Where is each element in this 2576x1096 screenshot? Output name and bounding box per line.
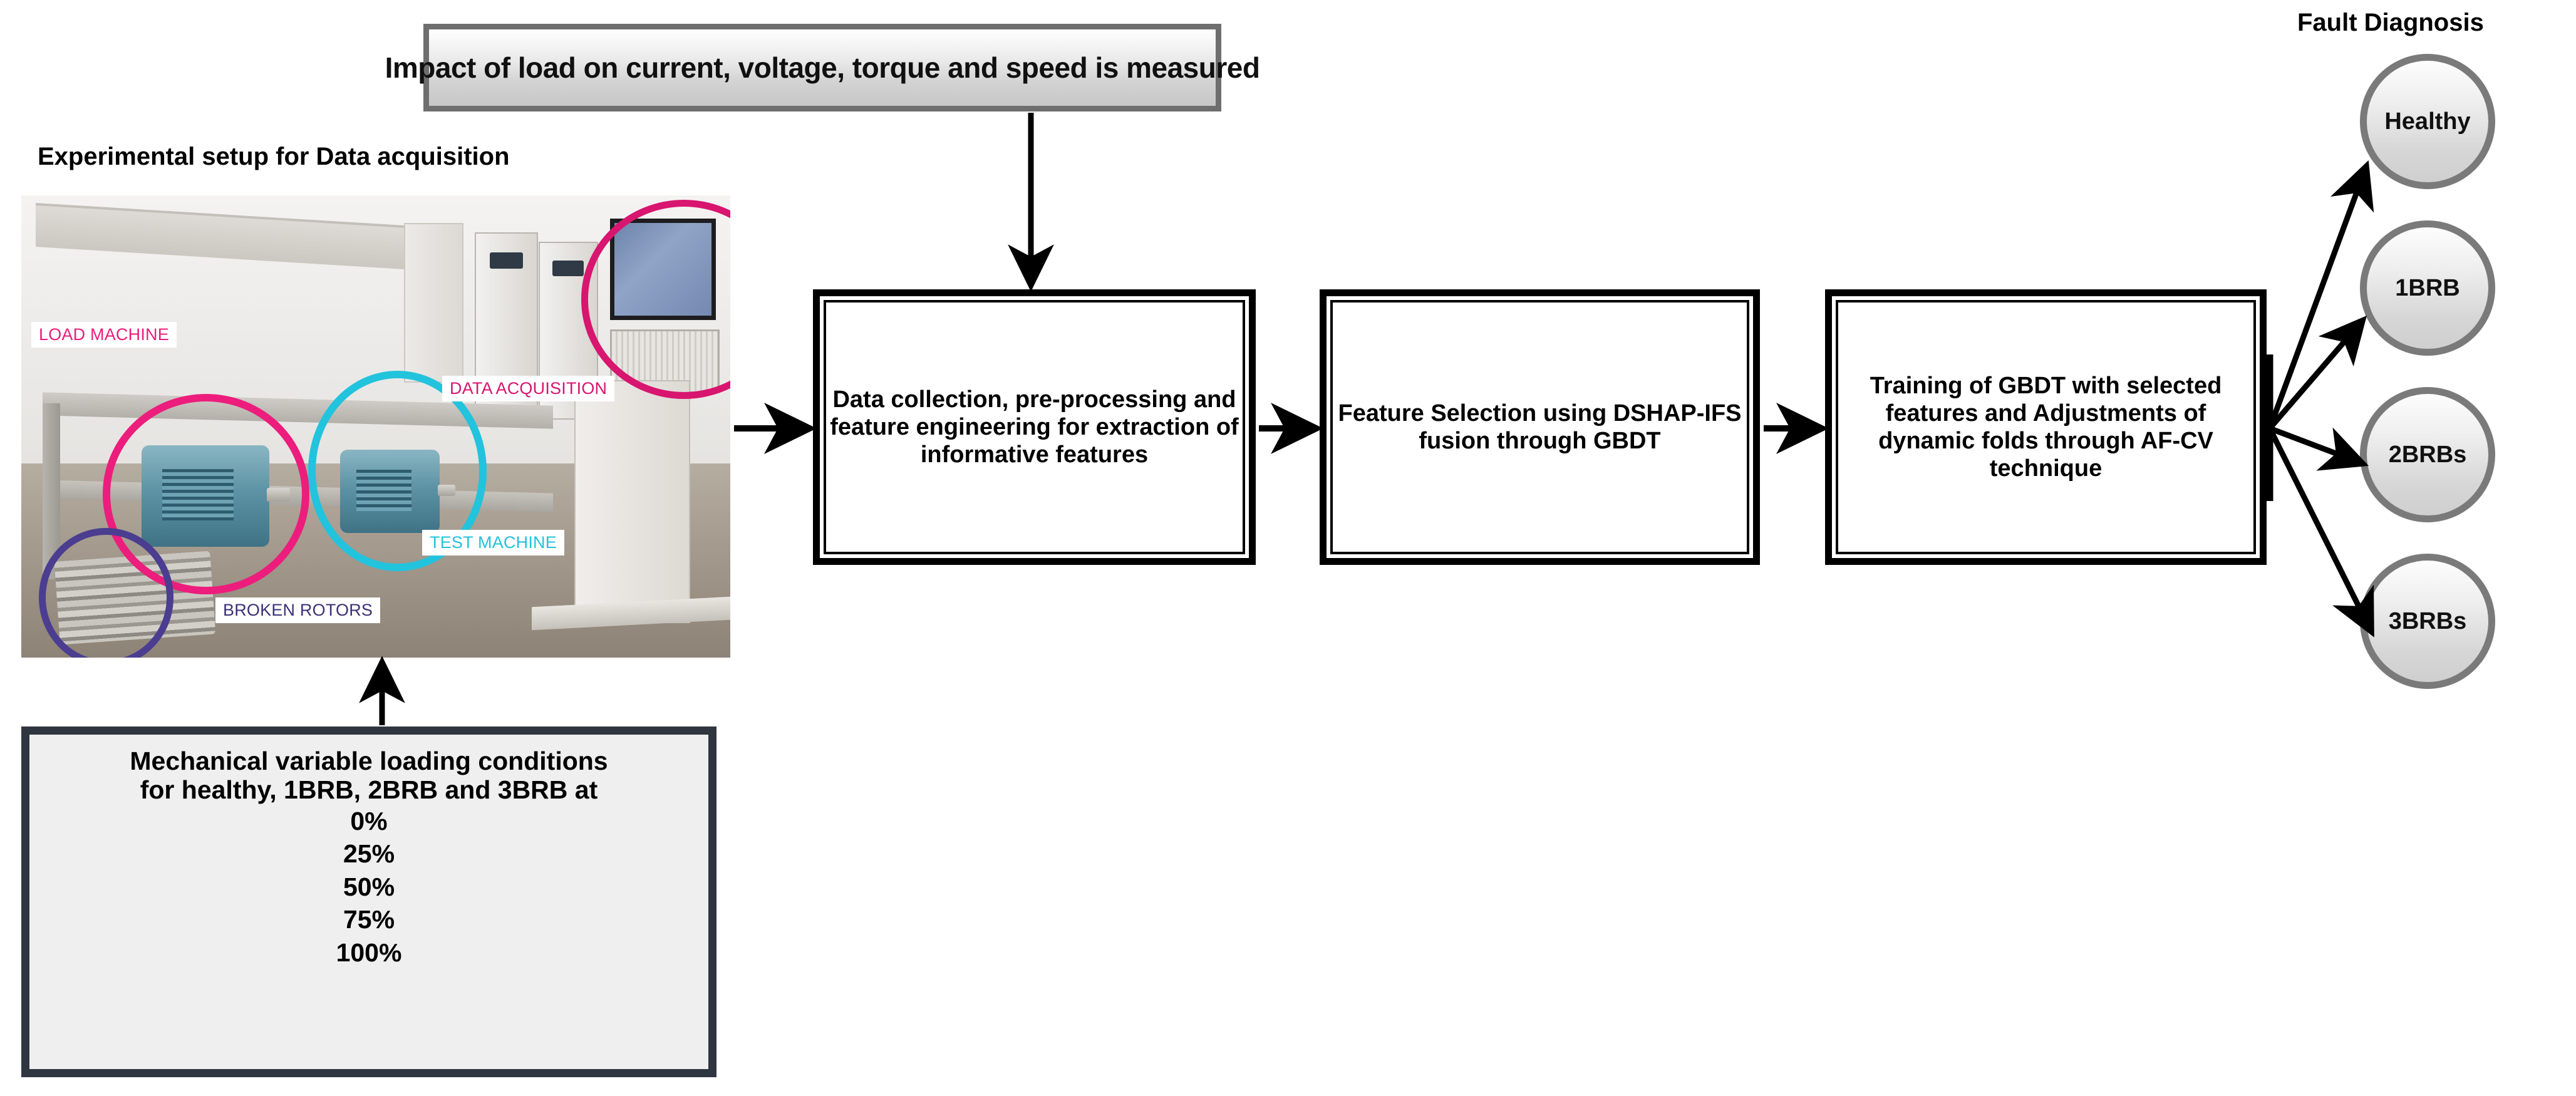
annotation-ring-data-acquisition: [581, 200, 730, 399]
measurement-banner-label: Impact of load on current, voltage, torq…: [385, 51, 1260, 84]
loading-level-50: 50%: [343, 872, 395, 901]
loading-level-100: 100%: [336, 938, 402, 967]
pipeline-step-data-collection: Data collection, pre-processing and feat…: [813, 289, 1256, 565]
photo-cabinet: [404, 223, 463, 383]
loading-conditions-title-line1: Mechanical variable loading conditions: [130, 747, 608, 775]
fault-diagnosis-title: Fault Diagnosis: [2297, 9, 2484, 36]
arrow-to-2brbs: [2268, 425, 2369, 471]
pipeline-step-gbdt-training: Training of GBDT with selected features …: [1825, 289, 2267, 565]
pipeline-step-3-inner-frame: [1836, 300, 2256, 554]
annotation-label-test-machine: TEST MACHINE: [422, 530, 564, 556]
loading-conditions-title-line2: for healthy, 1BRB, 2BRB and 3BRB at: [140, 775, 598, 804]
annotation-ring-broken-rotors: [39, 528, 173, 658]
measurement-banner: Impact of load on current, voltage, torq…: [385, 24, 1260, 111]
arrow-to-3brbs: [2267, 427, 2374, 638]
fault-class-2brbs: 2BRBs: [2360, 387, 2495, 522]
pipeline-step-1-inner-frame: [824, 300, 1245, 554]
pipeline-step-1-label: Data collection, pre-processing and feat…: [830, 386, 1239, 468]
arrow-to-healthy: [2267, 160, 2374, 430]
loading-conditions-box: Mechanical variable loading conditions f…: [21, 726, 716, 1077]
annotation-label-data-acquisition: DATA ACQUISITION: [442, 376, 615, 401]
photo-section-heading: Experimental setup for Data acquisition: [38, 143, 510, 170]
loading-level-75: 75%: [343, 905, 395, 934]
annotation-label-load-machine: LOAD MACHINE: [31, 322, 177, 348]
fault-class-3brbs: 3BRBs: [2360, 554, 2495, 689]
fault-class-healthy: Healthy: [2360, 54, 2495, 189]
fault-class-1brb: 1BRB: [2360, 220, 2495, 356]
pipeline-step-2-label: Feature Selection using DSHAP-IFS fusion…: [1338, 400, 1742, 454]
loading-level-25: 25%: [343, 839, 395, 869]
photo-equipment-stand: [574, 380, 691, 623]
experimental-setup-photo: LOAD MACHINE DATA ACQUISITION TEST MACHI…: [21, 195, 730, 658]
pipeline-step-feature-selection: Feature Selection using DSHAP-IFS fusion…: [1320, 289, 1760, 565]
photo-drive-display-1: [489, 252, 523, 269]
arrow-to-1brb: [2267, 315, 2367, 430]
pipeline-step-3-label: Training of GBDT with selected features …: [1870, 372, 2222, 482]
photo-drive-display-2: [552, 260, 584, 277]
annotation-label-broken-rotors: BROKEN ROTORS: [215, 597, 381, 623]
loading-level-0: 0%: [350, 806, 388, 835]
pipeline-step-2-inner-frame: [1330, 300, 1749, 554]
